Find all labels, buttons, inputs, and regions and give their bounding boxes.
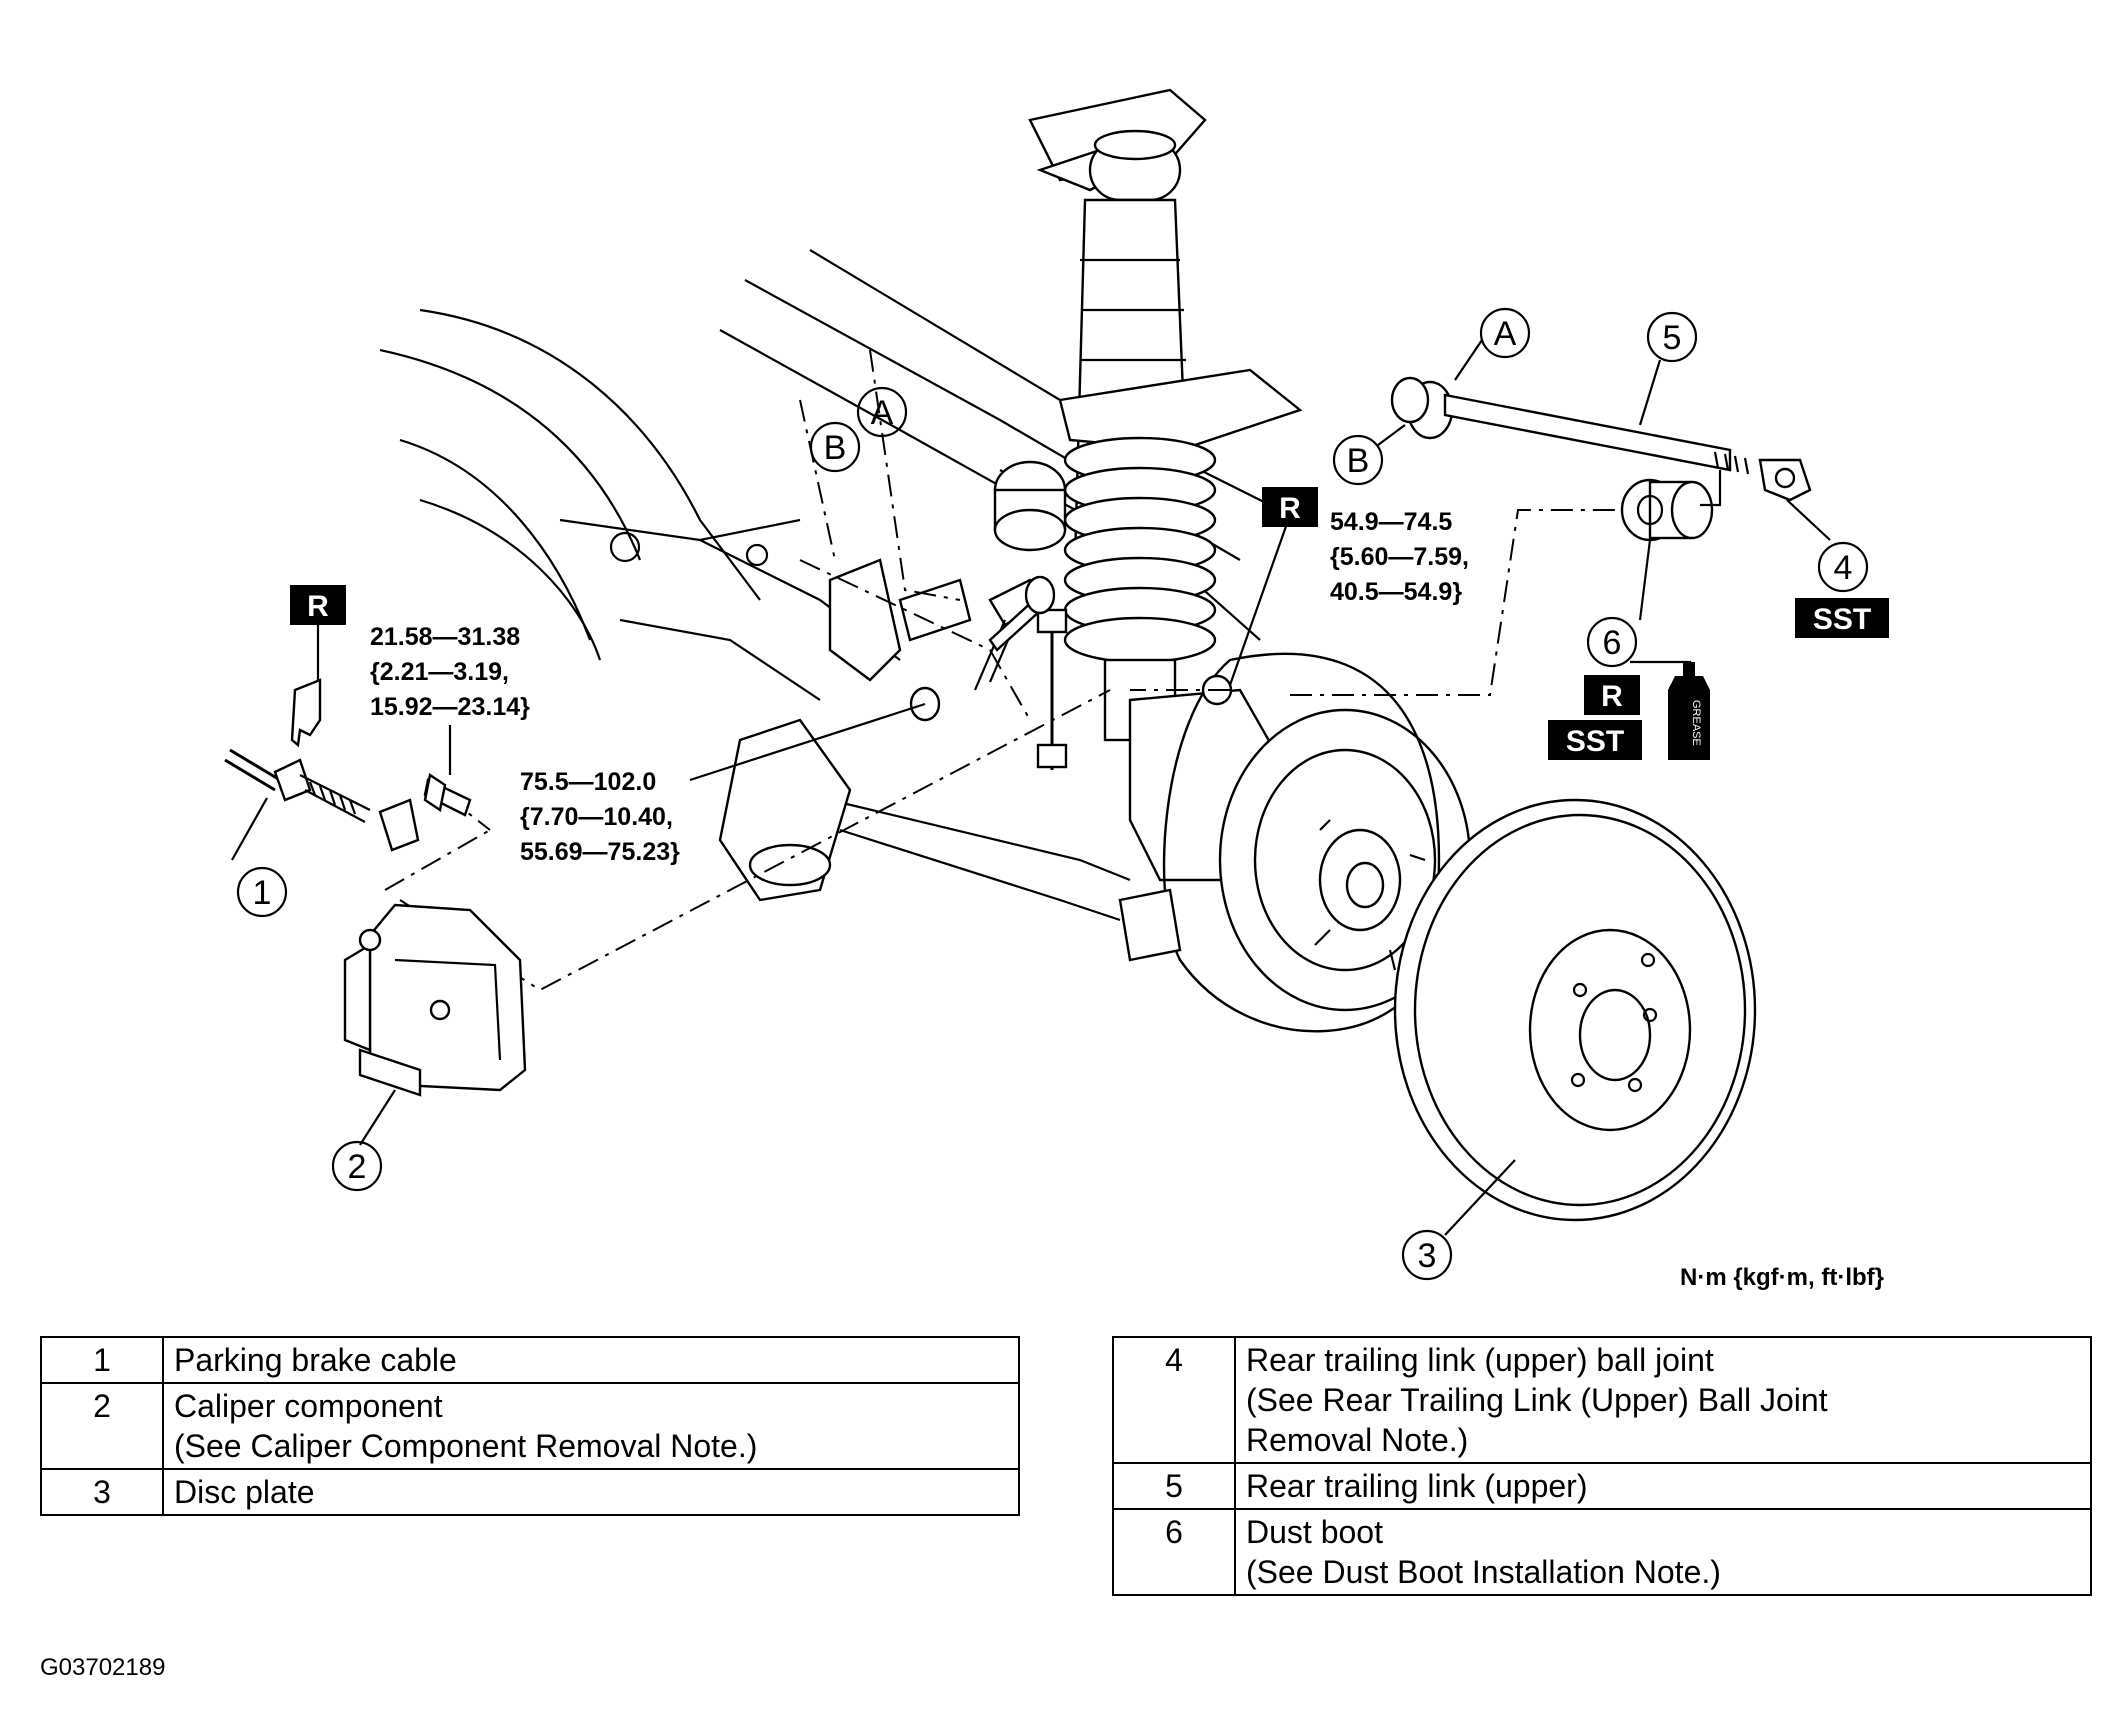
svg-text:55.69—75.23}: 55.69—75.23} bbox=[520, 838, 680, 866]
legend-line: Rear trailing link (upper) bbox=[1246, 1468, 1588, 1504]
torque-link-nut: 54.9—74.5 {5.60—7.59, 40.5—54.9} bbox=[1330, 508, 1469, 606]
trailing-link-upper bbox=[1390, 359, 1831, 541]
legend-number: 3 bbox=[40, 1468, 164, 1516]
svg-text:15.92—23.14}: 15.92—23.14} bbox=[370, 693, 530, 721]
legend-line: (See Dust Boot Installation Note.) bbox=[1246, 1554, 1721, 1590]
svg-text:{2.21—3.19,: {2.21—3.19, bbox=[370, 658, 509, 686]
sst-tag-boot: SST bbox=[1548, 720, 1642, 760]
legend-row: 4 Rear trailing link (upper) ball joint (S… bbox=[1112, 1336, 2092, 1464]
legend-number: 5 bbox=[1112, 1462, 1236, 1510]
legend-line: Caliper component bbox=[174, 1388, 443, 1424]
torque-caliper-bolt: 21.58—31.38 {2.21—3.19, 15.92—23.14} bbox=[370, 623, 530, 721]
callout-3: 3 bbox=[1401, 1229, 1453, 1281]
legend-table-left: 1 Parking brake cable 2 Caliper component (S… bbox=[40, 1336, 1020, 1516]
caliper bbox=[343, 903, 527, 1146]
svg-text:A: A bbox=[871, 394, 894, 432]
legend-row: 6 Dust boot (See Dust Boot Installation No… bbox=[1112, 1508, 2092, 1596]
grease-tube: GREASE bbox=[1668, 662, 1710, 760]
svg-text:R: R bbox=[1279, 492, 1301, 525]
cable-clip bbox=[290, 620, 322, 748]
svg-text:6: 6 bbox=[1603, 624, 1622, 662]
r-tag-boot: R bbox=[1584, 675, 1640, 715]
r-tag-cable: R bbox=[290, 585, 346, 625]
legend-line: Parking brake cable bbox=[174, 1342, 457, 1378]
parking-brake-cable bbox=[224, 748, 420, 861]
svg-text:B: B bbox=[824, 429, 847, 467]
legend-number: 4 bbox=[1112, 1336, 1236, 1464]
svg-text:R: R bbox=[1601, 680, 1623, 713]
svg-text:{5.60—7.59,: {5.60—7.59, bbox=[1330, 543, 1469, 571]
knuckle-bolt bbox=[988, 575, 1056, 652]
legend-line: Removal Note.) bbox=[1246, 1422, 1469, 1458]
legend-description: Caliper component (See Caliper Component … bbox=[162, 1382, 1020, 1470]
svg-text:A: A bbox=[1494, 315, 1517, 353]
legend-line: Disc plate bbox=[174, 1474, 315, 1510]
svg-text:54.9—74.5: 54.9—74.5 bbox=[1330, 508, 1452, 536]
legend-description: Parking brake cable bbox=[162, 1336, 1020, 1384]
bushing-mount bbox=[973, 460, 1067, 691]
svg-text:{7.70—10.40,: {7.70—10.40, bbox=[520, 803, 673, 831]
svg-text:SST: SST bbox=[1813, 603, 1871, 636]
callout-6: 6 bbox=[1586, 616, 1638, 668]
svg-text:40.5—54.9}: 40.5—54.9} bbox=[1330, 578, 1462, 606]
callout-a-right: A bbox=[1479, 307, 1531, 359]
svg-text:2: 2 bbox=[348, 1148, 367, 1186]
callout-b-right: B bbox=[1332, 434, 1384, 486]
svg-text:75.5—102.0: 75.5—102.0 bbox=[520, 768, 656, 796]
legend-line: Dust boot bbox=[1246, 1514, 1383, 1550]
svg-text:B: B bbox=[1347, 442, 1370, 480]
legend-table-right: 4 Rear trailing link (upper) ball joint (S… bbox=[1112, 1336, 2092, 1596]
grease-label: GREASE bbox=[1690, 700, 1702, 746]
lower-links bbox=[718, 558, 1182, 962]
svg-text:21.58—31.38: 21.58—31.38 bbox=[370, 623, 520, 651]
legend-description: Dust boot (See Dust Boot Installation Not… bbox=[1234, 1508, 2092, 1596]
legend-number: 1 bbox=[40, 1336, 164, 1384]
callout-2: 2 bbox=[331, 1140, 383, 1192]
svg-text:4: 4 bbox=[1834, 549, 1853, 587]
legend-row: 2 Caliper component (See Caliper Component… bbox=[40, 1382, 1020, 1470]
legend-line: Rear trailing link (upper) ball joint bbox=[1246, 1342, 1714, 1378]
legend-description: Rear trailing link (upper) ball joint (Se… bbox=[1234, 1336, 2092, 1464]
stabilizer-link bbox=[1036, 608, 1068, 770]
strut-assembly bbox=[1028, 88, 1303, 742]
torque-knuckle-bolt: 75.5—102.0 {7.70—10.40, 55.69—75.23} bbox=[520, 768, 680, 866]
svg-text:SST: SST bbox=[1566, 725, 1624, 758]
callout-4: 4 bbox=[1817, 541, 1869, 593]
callout-a-left: A bbox=[856, 386, 908, 438]
legend-line: (See Caliper Component Removal Note.) bbox=[174, 1428, 758, 1464]
legend-row: 1 Parking brake cable bbox=[40, 1336, 1020, 1384]
caliper-bolt bbox=[423, 725, 472, 817]
svg-text:R: R bbox=[307, 590, 329, 623]
legend-number: 2 bbox=[40, 1382, 164, 1470]
sst-tag-ball-joint: SST bbox=[1795, 598, 1889, 638]
svg-text:3: 3 bbox=[1418, 1237, 1437, 1275]
callout-1: 1 bbox=[236, 866, 288, 918]
figure-id: G03702189 bbox=[40, 1654, 166, 1681]
coil-spring bbox=[1063, 436, 1217, 664]
suspension-exploded-diagram: GREASE 1 2 3 4 5 6 A B A B bbox=[224, 88, 1889, 1291]
svg-text:5: 5 bbox=[1663, 319, 1682, 357]
callout-b-left: B bbox=[809, 421, 861, 473]
legend-description: Disc plate bbox=[162, 1468, 1020, 1516]
unit-note: N·m {kgf·m, ft·lbf} bbox=[1680, 1264, 1884, 1291]
svg-text:1: 1 bbox=[253, 874, 272, 912]
legend-number: 6 bbox=[1112, 1508, 1236, 1596]
r-tag-mount: R bbox=[1262, 487, 1318, 527]
legend-line: (See Rear Trailing Link (Upper) Ball Joi… bbox=[1246, 1382, 1828, 1418]
legend-row: 3 Disc plate bbox=[40, 1468, 1020, 1516]
callout-5: 5 bbox=[1646, 311, 1698, 363]
disc-plate bbox=[1393, 798, 1757, 1236]
legend-row: 5 Rear trailing link (upper) bbox=[1112, 1462, 2092, 1510]
legend-description: Rear trailing link (upper) bbox=[1234, 1462, 2092, 1510]
